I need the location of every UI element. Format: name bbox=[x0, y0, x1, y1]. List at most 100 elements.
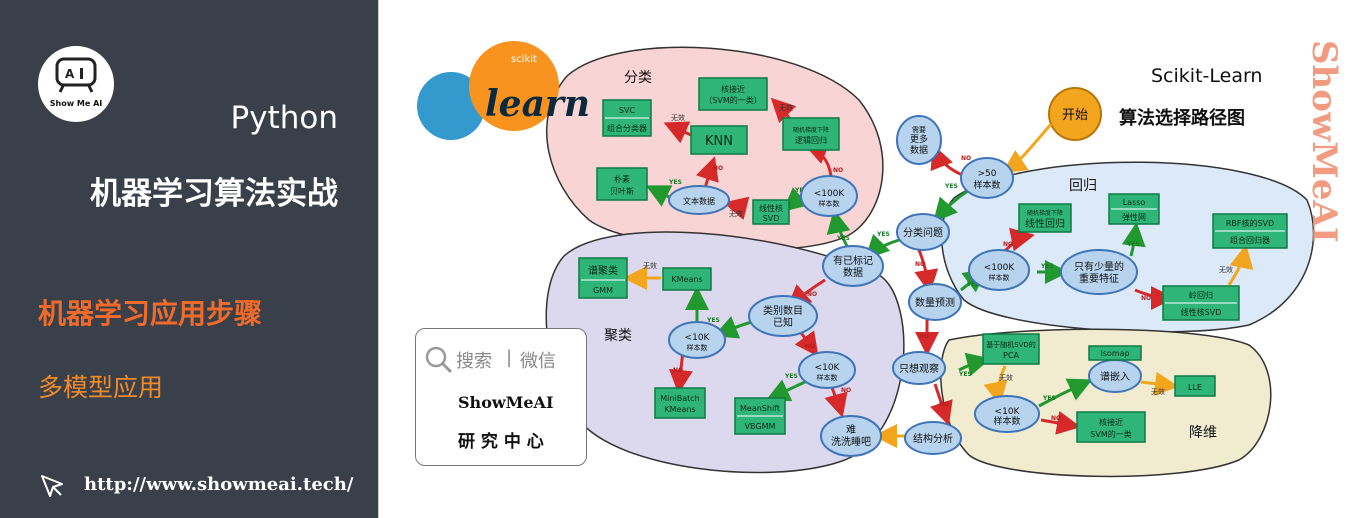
node-cats-known-l1: 类别数目 bbox=[763, 304, 803, 317]
edge-label-yes-10: YES bbox=[958, 371, 972, 378]
node-cls-problem bbox=[896, 213, 950, 251]
wechat-card: 搜索 | 微信 ShowMeAI 研 究 中 心 bbox=[415, 328, 587, 466]
box-svc-l: SVC bbox=[619, 106, 636, 115]
box-pca-l1: 基于随机SVD的 bbox=[986, 340, 1036, 349]
node-few-feat bbox=[1060, 249, 1138, 295]
box-nb-l1: 朴素 bbox=[614, 174, 630, 184]
box-minibatch-l2: KMeans bbox=[664, 405, 695, 414]
box-linsvd-l: 线性核SVD bbox=[1181, 307, 1222, 317]
box-minibatch bbox=[654, 387, 706, 419]
logo-learn: learn bbox=[485, 83, 590, 125]
search-icon bbox=[425, 346, 453, 374]
region-label-clustering: 聚类 bbox=[604, 328, 632, 344]
box-knn-approx-l2: （SVM的一类） bbox=[704, 95, 761, 105]
box-kernel-approx-l2: SVM的一类 bbox=[1090, 429, 1131, 439]
region-label-regression: 回归 bbox=[1069, 177, 1097, 194]
start-node: 开始 bbox=[1048, 87, 1102, 141]
wechat-search-label: 搜索 bbox=[456, 351, 492, 372]
node-observe bbox=[892, 351, 946, 385]
box-pca bbox=[982, 333, 1040, 365]
edge-label-yes-5: YES bbox=[668, 179, 682, 186]
edge-label-yes-9: YES bbox=[1126, 241, 1140, 248]
wechat-brand: ShowMeAI bbox=[458, 393, 554, 412]
box-isomap bbox=[1088, 345, 1142, 361]
edge-label-no-12: NO bbox=[1141, 295, 1151, 302]
logo-text: Show Me AI bbox=[50, 99, 102, 108]
node-qty-predict bbox=[908, 283, 962, 321]
box-lasso-l: Lasso bbox=[1123, 198, 1146, 207]
node-red-lt10k-l1: <10K bbox=[995, 407, 1021, 417]
node-more-data-l3: 数据 bbox=[910, 144, 928, 156]
node-clu-lt10k-b-l2: 样本数 bbox=[817, 373, 838, 382]
box-linsvc-l2: SVD bbox=[763, 214, 780, 223]
edge-label-no-3: NO bbox=[833, 167, 843, 174]
box-minibatch-l1: MiniBatch bbox=[660, 394, 699, 403]
node-reg-lt100k-l2: 样本数 bbox=[989, 273, 1010, 282]
edge-cls-qty bbox=[914, 249, 939, 294]
edge-label-no-10: NO bbox=[939, 401, 949, 408]
node-clu-lt10k-a-l2: 样本数 bbox=[687, 343, 708, 352]
box-isomap-l: Isomap bbox=[1100, 349, 1129, 358]
node-more-data-l1: 需要 bbox=[912, 126, 926, 134]
edge-label-yes-3: YES bbox=[836, 235, 850, 242]
box-sgd-cls bbox=[782, 117, 840, 151]
edge-label-invalid-4: 无效 bbox=[643, 261, 657, 270]
robot-icon: A Show Me AI bbox=[50, 57, 102, 108]
edge-gt50-moredata bbox=[930, 144, 966, 178]
edge-label-yes-8: YES bbox=[1040, 263, 1054, 270]
box-gmm-l: GMM bbox=[593, 286, 613, 295]
edge-label-yes-4: YES bbox=[794, 187, 808, 194]
box-nb bbox=[596, 167, 648, 201]
edge-label-no-5: NO bbox=[807, 291, 817, 298]
box-sgd-reg-l1: 随机梯度下降 bbox=[1027, 209, 1063, 217]
wechat-separator: | bbox=[506, 347, 513, 368]
node-gt50 bbox=[960, 157, 1014, 199]
edge-label-no-8: NO bbox=[841, 387, 851, 394]
box-sgd-reg bbox=[1018, 203, 1072, 233]
edge-label-no-4: NO bbox=[713, 165, 723, 172]
box-ridge-l: 岭回归 bbox=[1189, 290, 1213, 300]
box-pca-l2: PCA bbox=[1003, 351, 1019, 360]
node-tough-l1: 难 bbox=[846, 424, 856, 436]
edge-lt10kb-meanshift bbox=[765, 378, 810, 402]
website-link[interactable]: http://www.showmeai.tech/ bbox=[84, 474, 354, 495]
wechat-center: 研 究 中 心 bbox=[458, 432, 544, 452]
node-cats-known bbox=[748, 295, 818, 337]
node-reg-lt100k-l1: <100K bbox=[984, 263, 1016, 273]
edge-label-no-1: NO bbox=[961, 155, 971, 162]
edge-label-invalid-5: 无效 bbox=[1219, 265, 1233, 274]
edge-label-invalid-6: 无效 bbox=[999, 373, 1013, 382]
box-linsvc-l1: 线性核 bbox=[759, 203, 783, 213]
node-clu-lt10k-a bbox=[668, 321, 726, 359]
edge-text-knn bbox=[695, 156, 719, 189]
region-label-classification: 分类 bbox=[624, 70, 652, 86]
edge-label-invalid-2: 无效 bbox=[779, 103, 793, 112]
box-kmeans bbox=[662, 267, 712, 291]
scikit-learn-logo: scikit learn bbox=[417, 41, 590, 140]
box-sgd-reg-l2: 线性回归 bbox=[1025, 217, 1065, 230]
region-label-reduction: 降维 bbox=[1189, 425, 1217, 441]
box-spectral-l: 谱聚类 bbox=[588, 264, 618, 277]
node-few-feat-l2: 重要特征 bbox=[1079, 272, 1119, 285]
edge-label-no-13: NO bbox=[1051, 415, 1061, 422]
logo-scikit: scikit bbox=[511, 54, 537, 65]
node-qty-predict-l: 数量预测 bbox=[915, 296, 955, 309]
edge-label-invalid-3: 无效 bbox=[729, 209, 743, 218]
node-structure bbox=[904, 421, 962, 455]
node-cls-lt100k bbox=[800, 175, 858, 217]
edge-label-yes-2: YES bbox=[876, 231, 890, 238]
edge-label-invalid-1: 无效 bbox=[671, 113, 685, 122]
svg-text:A: A bbox=[65, 67, 75, 81]
edge-text-nb bbox=[645, 185, 673, 207]
node-structure-l: 结构分析 bbox=[913, 432, 953, 445]
svg-text:开始: 开始 bbox=[1062, 108, 1088, 123]
node-labeled bbox=[822, 245, 884, 287]
box-rbf-l: RBF核的SVD bbox=[1226, 218, 1274, 228]
node-cls-problem-l: 分类问题 bbox=[903, 226, 943, 239]
node-observe-l: 只想观察 bbox=[899, 362, 939, 375]
sidebar: A Show Me AI Python 机器学习算法实战 机器学习应用步骤 多模… bbox=[0, 0, 378, 518]
box-knn-l: KNN bbox=[705, 134, 733, 149]
node-text-data-l: 文本数据 bbox=[683, 196, 715, 206]
box-lle-l: LLE bbox=[1188, 383, 1202, 392]
edge-lt10k-isomap bbox=[1038, 378, 1093, 408]
